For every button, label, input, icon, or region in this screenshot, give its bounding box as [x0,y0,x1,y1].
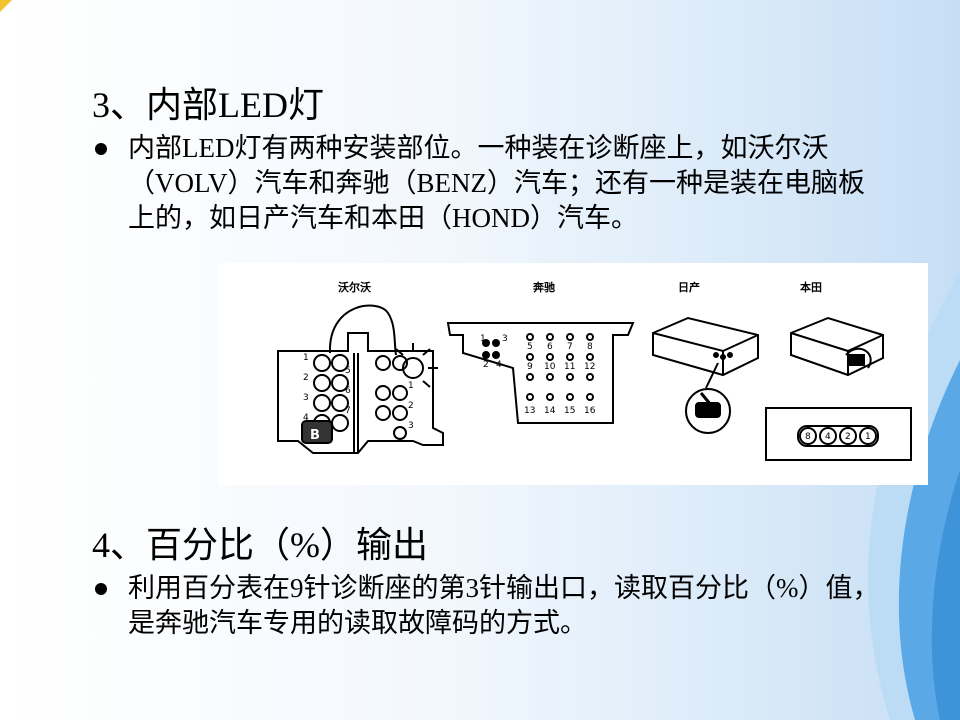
bullet-icon [95,143,107,155]
benz-pin-4: 4 [496,360,502,370]
honda-ecu-box [765,316,912,461]
benz-pin-5: 5 [527,342,533,352]
volvo-pin-3: 3 [303,393,309,403]
percent-description: 利用百分表在9针诊断座的第3针输出口，读取百分比（%）值，是奔驰汽车专用的读取故… [128,573,880,638]
bullet-icon [95,583,107,595]
volvo-pin-b1: 1 [408,381,414,391]
led-description: 内部LED灯有两种安装部位。一种装在诊断座上，如沃尔沃（VOLV）汽车和奔驰（B… [128,133,866,233]
volvo-pin-4: 4 [303,413,309,423]
benz-pin-13: 13 [524,406,535,416]
benz-pin-12: 12 [584,362,595,372]
nissan-ecu-box [652,316,759,434]
label-honda: 本田 [800,280,822,294]
volvo-pin-b2: 2 [408,401,414,411]
volvo-pin-7: 7 [345,406,351,416]
benz-connector [446,322,635,424]
volvo-pin-5: 5 [345,366,351,376]
benz-pin-7: 7 [567,342,573,352]
benz-pin-8: 8 [587,342,593,352]
volvo-pin-1: 1 [303,353,309,363]
volvo-pin-6: 6 [345,386,351,396]
benz-pin-1: 1 [480,334,486,344]
benz-pin-11: 11 [564,362,575,372]
honda-led-4: 4 [825,432,831,442]
volvo-connector [277,304,444,454]
label-nissan: 日产 [678,280,700,294]
benz-pin-2: 2 [483,360,489,370]
led-location-figure: 沃尔沃 奔驰 日产 本田 1 2 3 4 5 6 7 1 2 [218,263,928,485]
benz-pin-14: 14 [544,406,556,416]
honda-led-8: 8 [805,432,811,442]
volvo-pin-b3: 3 [408,421,414,431]
section-heading-led: 3、内部LED灯 [92,85,324,125]
benz-pin-15: 15 [564,406,575,416]
benz-pin-3: 3 [502,334,508,344]
honda-led-2: 2 [845,432,851,442]
honda-led-1: 1 [865,432,871,442]
diagnostic-connectors-diagram: 沃尔沃 奔驰 日产 本田 1 2 3 4 5 6 7 1 2 [277,280,912,461]
volvo-pin-2: 2 [303,373,309,383]
benz-pin-9: 9 [527,362,533,372]
benz-pin-10: 10 [544,362,556,372]
label-volvo: 沃尔沃 [338,280,372,294]
benz-pin-16: 16 [584,406,596,416]
benz-pin-6: 6 [547,342,553,352]
corner-mark-icon [0,0,12,12]
label-benz: 奔驰 [532,280,555,294]
section-heading-percent: 4、百分比（%）输出 [92,525,428,565]
volvo-plate-label: B [310,428,320,443]
